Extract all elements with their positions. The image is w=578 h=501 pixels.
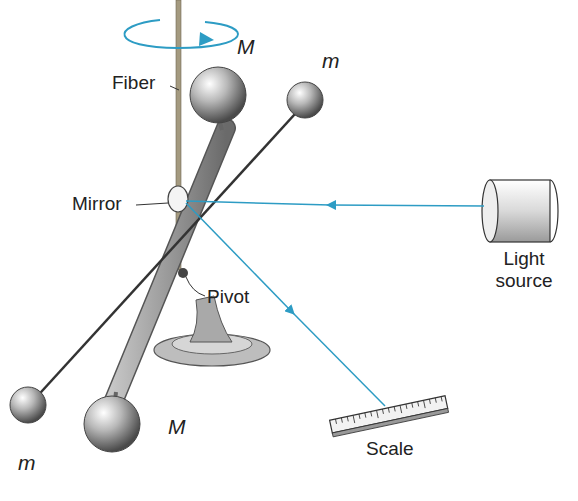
small-sphere <box>10 387 46 423</box>
incident-ray <box>330 205 484 206</box>
large-mass-bar <box>110 128 226 410</box>
rotation-arrowhead <box>199 32 214 46</box>
scale-ticks <box>335 397 442 427</box>
large-mass-bar-outline <box>110 128 226 410</box>
reflected-ray <box>186 203 292 312</box>
leader-line <box>170 86 179 90</box>
light-source-face <box>482 180 498 242</box>
incident-ray <box>186 201 330 205</box>
mass-label: M <box>237 36 267 58</box>
scale-ruler <box>330 396 449 437</box>
part-label: Pivot <box>207 286 267 308</box>
pivot-point <box>178 268 188 278</box>
leader-line <box>186 277 205 296</box>
part-label: Fiber <box>112 72 172 94</box>
mass-label: m <box>18 452 48 474</box>
part-label: Scale <box>366 438 436 460</box>
light-source-body <box>490 180 550 242</box>
leader-line <box>136 203 168 205</box>
light-source-end <box>550 180 558 242</box>
rotation-arrow <box>124 20 238 48</box>
small-sphere <box>287 82 323 118</box>
part-label: Light source <box>480 248 568 292</box>
mass-label: M <box>168 416 198 438</box>
mass-label: m <box>322 50 352 72</box>
mirror <box>168 186 188 212</box>
large-sphere <box>190 67 246 123</box>
small-mass-rod <box>32 103 305 402</box>
reflected-ray <box>292 312 385 406</box>
scale-edge <box>332 408 448 436</box>
large-sphere <box>84 396 140 452</box>
part-label: Mirror <box>72 193 142 215</box>
